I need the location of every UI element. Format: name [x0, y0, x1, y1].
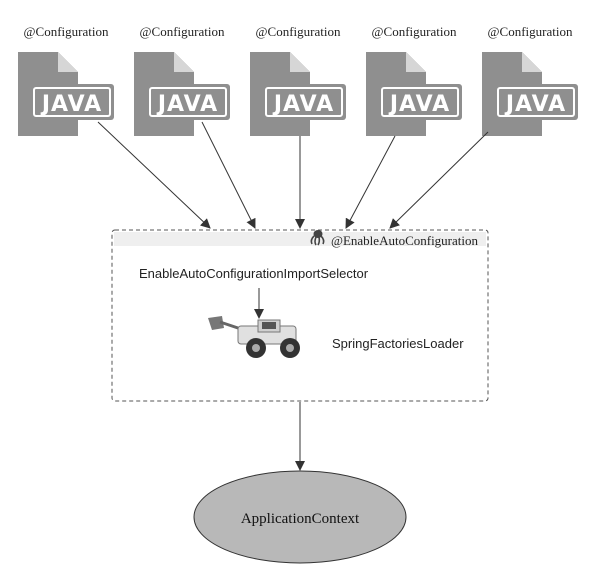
bulldozer-icon: [208, 316, 300, 358]
java-badge-label: JAVA: [504, 92, 566, 117]
configuration-annotation-label: @Configuration: [372, 24, 457, 39]
application-context-label: ApplicationContext: [241, 511, 360, 527]
java-badge-label: JAVA: [272, 92, 334, 117]
arrow-file-4: [345, 135, 396, 229]
loader-label: SpringFactoriesLoader: [332, 336, 464, 351]
arrow-file-5: [389, 131, 489, 229]
arrow-file-1: [97, 121, 211, 229]
java-file-icon: JAVA: [17, 51, 115, 137]
java-file-icon: JAVA: [133, 51, 231, 137]
application-context-node: ApplicationContext: [193, 470, 407, 564]
selector-label: EnableAutoConfigurationImportSelector: [139, 266, 369, 281]
configuration-annotation-label: @Configuration: [256, 24, 341, 39]
java-file-icon: JAVA: [365, 51, 463, 137]
java-badge-label: JAVA: [388, 92, 450, 117]
java-file-icon: JAVA: [249, 51, 347, 137]
configuration-annotation-label: @Configuration: [140, 24, 225, 39]
import-arrows: [97, 121, 489, 229]
configuration-annotation-label: @Configuration: [24, 24, 109, 39]
config-file-group: @ConfigurationJAVA@ConfigurationJAVA@Con…: [17, 24, 579, 137]
java-badge-label: JAVA: [156, 92, 218, 117]
enable-auto-configuration-box: @EnableAutoConfiguration EnableAutoConfi…: [111, 229, 489, 402]
octopus-icon: [310, 230, 325, 246]
arrow-file-2: [201, 121, 256, 229]
enable-annotation-label: @EnableAutoConfiguration: [331, 233, 478, 248]
configuration-annotation-label: @Configuration: [488, 24, 573, 39]
java-file-icon: JAVA: [481, 51, 579, 137]
java-badge-label: JAVA: [40, 92, 102, 117]
